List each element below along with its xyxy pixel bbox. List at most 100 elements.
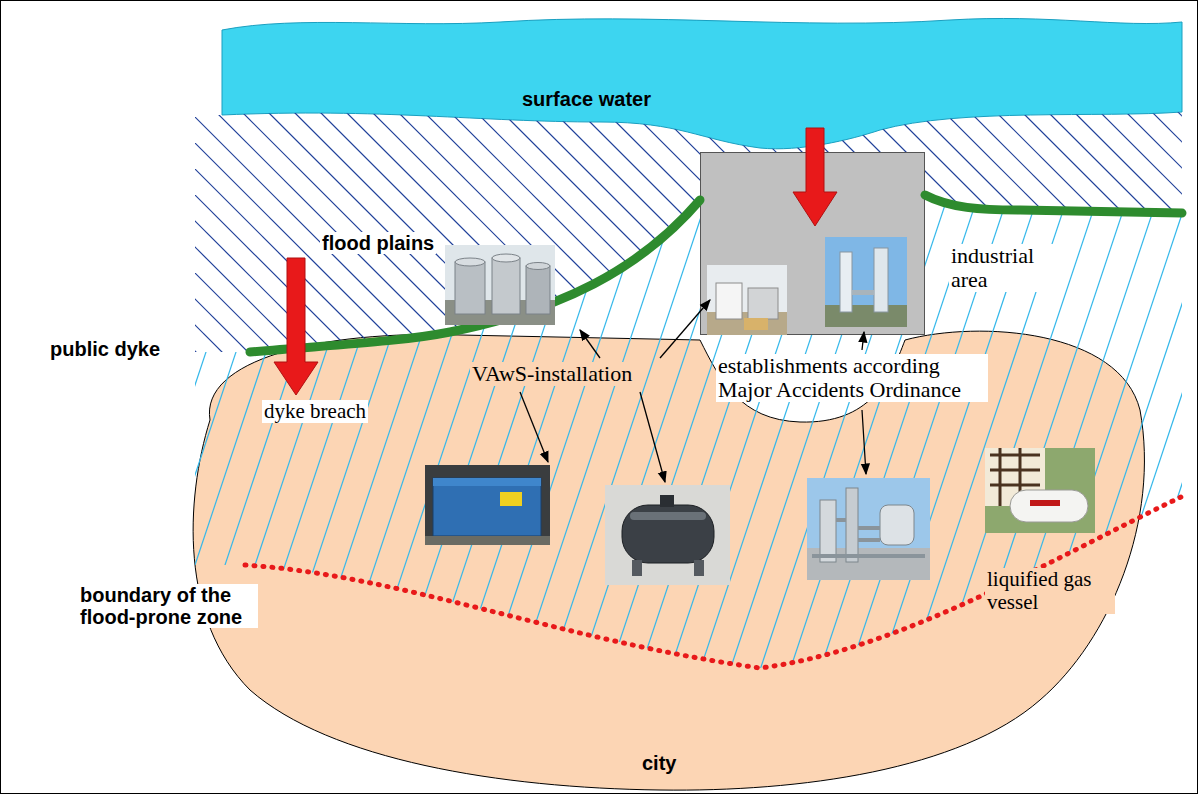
- hatch-line: [960, 100, 1160, 700]
- text-holder: VAwS-installation: [470, 362, 634, 386]
- hatch-line: [0, 100, 218, 400]
- industrial-photo-part: [707, 265, 787, 335]
- gas-vessel-photo: [985, 448, 1095, 533]
- hatch-line: [178, 100, 478, 400]
- breach-label: dyke breach: [262, 400, 368, 423]
- cylinder-tank-photo-part: [605, 485, 730, 585]
- process-plant-photo-part: [820, 500, 836, 562]
- hatch-line: [540, 100, 740, 700]
- dyke-label: public dyke: [48, 338, 162, 360]
- industrial-photo-part: [744, 318, 768, 330]
- gas-vessel-photo-part: [1010, 490, 1088, 522]
- process-plant-photo-part: [812, 520, 925, 556]
- cylinder-tank-photo-part: [694, 560, 704, 576]
- process-plant-photo: [807, 478, 930, 580]
- node-label: city: [640, 752, 678, 774]
- plant-tower-photo-part: [852, 290, 874, 295]
- public-dyke-part: [250, 200, 700, 352]
- storage-tank-photo-part: [526, 266, 550, 314]
- hatch-line: [22, 100, 322, 400]
- leader-arrow-part: [660, 300, 710, 358]
- hatch-line: [420, 100, 620, 700]
- storage-tank-photo-part: [492, 254, 520, 262]
- gas-vessel-photo-part: [985, 448, 1095, 533]
- text-holder: public dyke: [48, 338, 162, 360]
- text-holder: establishments according Major Accidents…: [716, 354, 988, 402]
- hatch-line: [256, 100, 556, 400]
- city-area-shape: [193, 331, 1144, 790]
- surface-water: surface water: [220, 12, 1182, 154]
- hatch-line: [0, 100, 244, 400]
- text-holder: boundary of the flood-prone zone: [78, 584, 258, 628]
- oil-tank-photo-part: [425, 536, 550, 545]
- hatch-line: [282, 100, 582, 400]
- hatch-line: [1062, 100, 1199, 400]
- establishment-label: establishments according Major Accidents…: [716, 354, 988, 402]
- oil-tank-photo-part: [433, 478, 541, 486]
- hatch-line: [0, 100, 80, 700]
- oil-tank-photo-part: [425, 465, 550, 545]
- plant-tower-photo: [825, 237, 907, 327]
- plant-tower-photo-part: [825, 237, 907, 327]
- process-plant-photo-part: [846, 488, 858, 562]
- hatch-line: [958, 100, 1199, 400]
- storage-tank-photo-part: [455, 258, 485, 266]
- cylinder-tank-photo-part: [622, 505, 714, 563]
- node-label: surface water: [520, 88, 653, 110]
- storage-tank-photo-part: [492, 258, 520, 314]
- flood-zone-hatch: [0, 100, 1199, 700]
- text-holder: city: [640, 752, 678, 774]
- flood-plain-hatch: [0, 100, 1199, 400]
- hatch-line: [1170, 100, 1199, 700]
- vessel-label: liquified gas vessel: [985, 568, 1115, 614]
- process-plant-photo-part: [807, 478, 930, 580]
- industrial-photo-part: [716, 283, 742, 319]
- hatch-line: [1192, 100, 1199, 400]
- hatch-line: [48, 100, 348, 400]
- hatch-line: [0, 100, 50, 700]
- hatch-line: [1114, 100, 1199, 400]
- hatch-line: [0, 100, 192, 400]
- node-label: industrial area: [949, 244, 1059, 292]
- leader-arrow-part: [520, 392, 548, 462]
- text-holder: liquified gas vessel: [985, 568, 1115, 614]
- oil-tank-photo-part: [500, 492, 522, 506]
- storage-tank-photo-part: [526, 263, 550, 270]
- gas-vessel-photo-part: [1030, 500, 1060, 506]
- cylinder-tank-photo-part: [632, 560, 642, 576]
- text-holder: surface water: [520, 88, 653, 110]
- zone-boundary: [245, 495, 1185, 668]
- public-dyke: [250, 195, 1182, 352]
- hatch-line: [984, 100, 1199, 400]
- installation-label: VAwS-installation: [470, 362, 634, 386]
- hatch-line: [480, 100, 680, 700]
- storage-tank-photo-part: [455, 262, 485, 314]
- public-dyke-part: [925, 195, 1182, 213]
- text-holder: industrial area: [949, 244, 1059, 292]
- hatch-line: [60, 100, 260, 700]
- cylinder-tank-photo-part: [630, 512, 706, 520]
- flood-arrow-part: [793, 128, 837, 226]
- storage-tank-photo-part: [445, 245, 555, 325]
- hatch-line: [0, 100, 270, 400]
- hatch-line: [0, 100, 166, 400]
- hatch-line: [438, 100, 738, 400]
- process-plant-photo-part: [880, 505, 914, 545]
- leader-arrow-part: [862, 332, 864, 350]
- surface-water-outline: [220, 12, 1182, 154]
- industrial-photo: [707, 265, 787, 335]
- flood-arrow-part: [274, 258, 318, 395]
- hatch-line: [240, 100, 440, 700]
- plant-tower-photo-part: [840, 252, 852, 312]
- oil-tank-photo-part: [433, 478, 541, 536]
- hatch-line: [450, 100, 650, 700]
- hatch-line: [1110, 100, 1199, 700]
- hatch-line: [390, 100, 590, 700]
- surface-water-shape: [222, 18, 1182, 148]
- hatch-line: [0, 100, 10, 400]
- hatch-line: [308, 100, 608, 400]
